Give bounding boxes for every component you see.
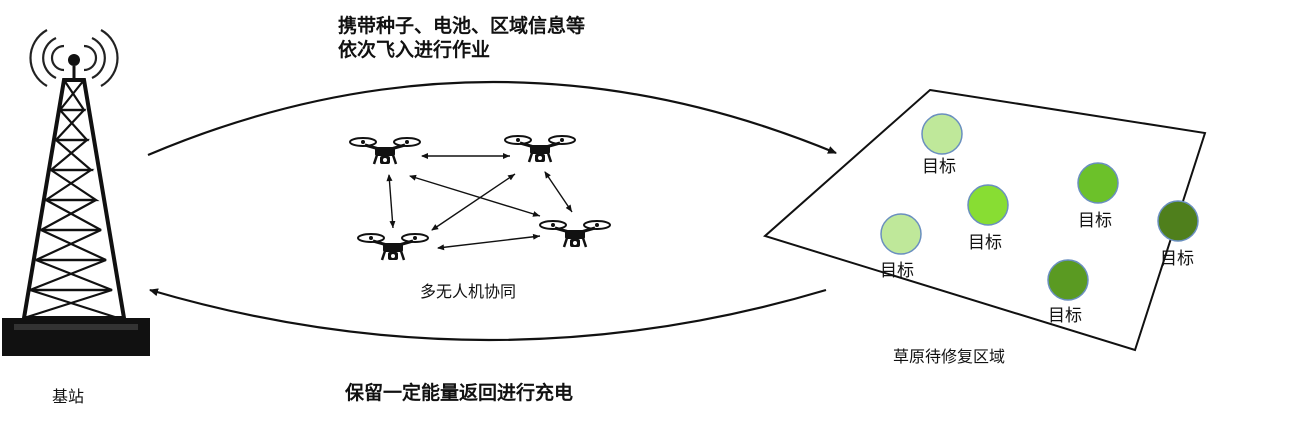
- target-label: 目标: [1048, 306, 1082, 326]
- target-marker: [880, 213, 922, 255]
- target-marker: [1077, 162, 1119, 204]
- base-station-label: 基站: [52, 387, 85, 406]
- drone-icon: [356, 232, 430, 262]
- cell-tower-icon: [2, 29, 150, 356]
- outbound-caption: 携带种子、电池、区域信息等 依次飞入进行作业: [338, 14, 585, 62]
- outbound-caption-line2: 依次飞入进行作业: [338, 39, 491, 61]
- target-label: 目标: [1160, 249, 1194, 269]
- swarm-label: 多无人机协同: [420, 282, 517, 301]
- drone-icon: [538, 219, 612, 249]
- drone-icon: [503, 134, 577, 164]
- outbound-flow-arrow: [147, 80, 837, 157]
- target-label: 目标: [1078, 211, 1112, 231]
- area-label: 草原待修复区域: [893, 347, 1006, 366]
- target-marker: [967, 184, 1009, 226]
- outbound-caption-line1: 携带种子、电池、区域信息等: [338, 15, 586, 37]
- return-flow-arrow: [149, 288, 827, 342]
- target-marker: [1047, 259, 1089, 301]
- drone-icon: [348, 136, 422, 166]
- target-label: 目标: [880, 261, 914, 281]
- return-caption: 保留一定能量返回进行充电: [345, 382, 574, 404]
- target-label: 目标: [922, 157, 956, 177]
- target-marker: [1157, 200, 1199, 242]
- drone-link-arrows: [386, 153, 573, 251]
- target-label: 目标: [968, 233, 1002, 253]
- target-marker: [921, 113, 963, 155]
